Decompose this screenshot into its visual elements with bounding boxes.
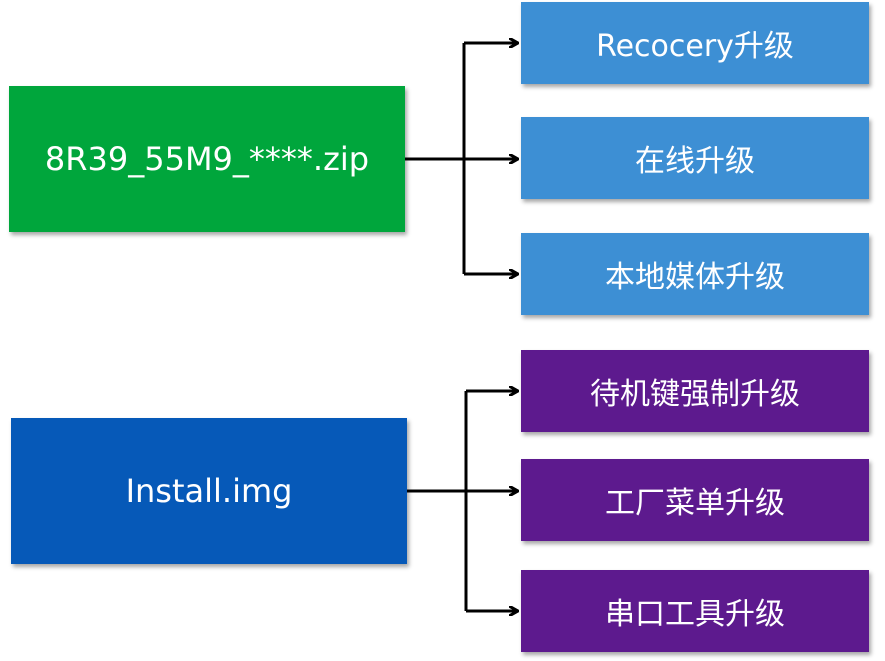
target-box-standby-key-forced-upgrade: 待机键强制升级 (521, 350, 869, 432)
target-box-online-upgrade: 在线升级 (521, 117, 869, 199)
target-label: 本地媒体升级 (605, 260, 785, 295)
target-label: 工厂菜单升级 (605, 486, 785, 521)
source-label-img: Install.img (125, 472, 293, 510)
target-box-local-media-upgrade: 本地媒体升级 (521, 233, 869, 315)
target-box-recovery-upgrade: Recocery升级 (521, 2, 869, 84)
target-label: 在线升级 (635, 144, 755, 179)
target-label: 待机键强制升级 (590, 377, 800, 412)
target-label: 串口工具升级 (605, 597, 785, 632)
target-box-factory-menu-upgrade: 工厂菜单升级 (521, 459, 869, 541)
target-box-serial-tool-upgrade: 串口工具升级 (521, 570, 869, 652)
source-label-zip: 8R39_55M9_****.zip (44, 140, 370, 178)
source-box-zip: 8R39_55M9_****.zip (9, 86, 405, 232)
source-box-install-img: Install.img (11, 418, 407, 564)
target-label: Recocery升级 (596, 29, 794, 64)
